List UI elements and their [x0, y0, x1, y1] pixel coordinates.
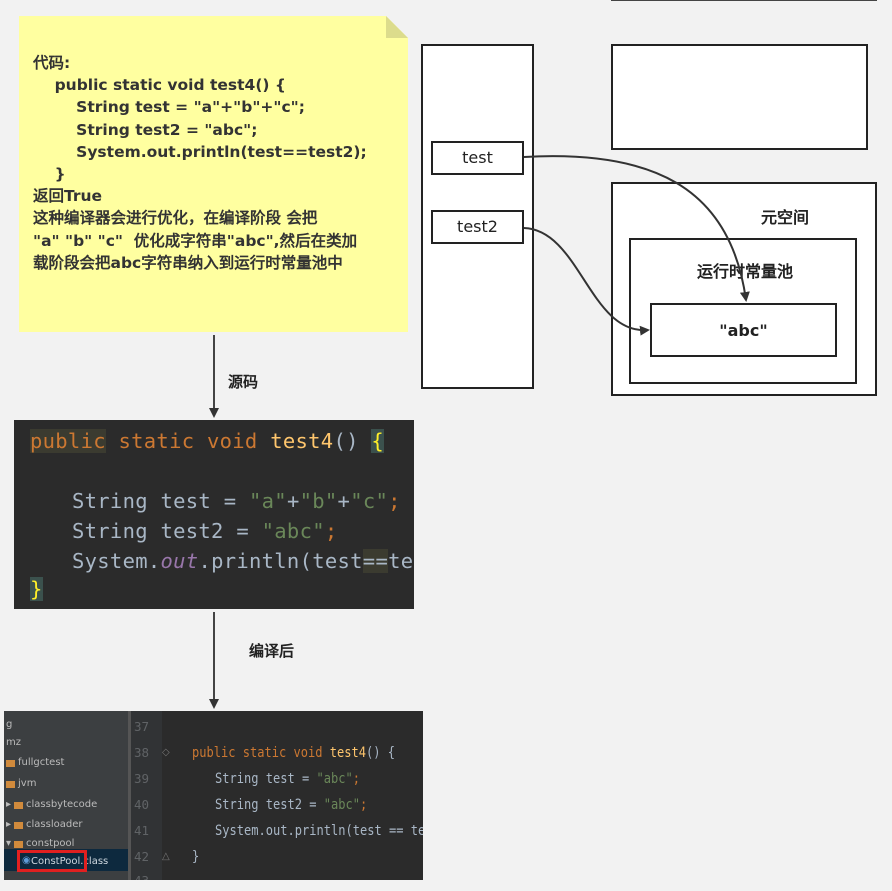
code-token: ;	[359, 797, 368, 813]
code-token: "a"	[249, 489, 287, 513]
note-line: String test2 = "abc";	[33, 120, 258, 139]
folder-icon	[6, 781, 15, 788]
chevron-right-icon: ▸	[6, 819, 12, 830]
tree-item[interactable]: jvm	[18, 778, 37, 789]
note-line: 代码:	[33, 54, 71, 72]
compiled-line-5: }	[192, 849, 200, 865]
chevron-right-icon: ▸	[6, 799, 12, 810]
code-line-2: String test = "a"+"b"+"c";	[72, 489, 401, 513]
stack-var-test2-label: test2	[457, 217, 498, 236]
line-number: 43	[134, 873, 149, 880]
code-token: "abc"	[261, 519, 325, 543]
tree-item[interactable]: mz	[6, 737, 21, 748]
sticky-note	[19, 16, 408, 332]
tree-item[interactable]: g	[6, 719, 13, 730]
line-number: 37	[134, 719, 150, 734]
note-text: 代码: public static void test4() { String …	[33, 52, 405, 274]
metaspace-title: 元空间	[760, 208, 809, 227]
selected-file-row[interactable]	[4, 849, 128, 871]
note-line: 这种编译器会进行优化，在编译阶段 会把	[33, 209, 318, 228]
note-line: public static void test4() {	[33, 76, 286, 95]
code-token: ;	[324, 519, 338, 543]
compiled-code-panel: g mz fullgctest jvm ▸ classbytecode ▸ cl…	[4, 711, 423, 880]
code-line-4: System.out.println(test==test2);	[72, 549, 414, 573]
project-tree: g mz fullgctest jvm ▸ classbytecode ▸ cl…	[4, 711, 128, 880]
line-number: 40	[134, 797, 150, 812]
stack-var-test	[431, 141, 524, 175]
line-number: 42	[134, 849, 150, 864]
tree-item[interactable]: constpool	[26, 838, 75, 849]
code-token: {	[371, 429, 385, 453]
tree-item-selected[interactable]: ConstPool.class	[31, 856, 109, 867]
code-token: "c"	[350, 489, 389, 513]
note-line: String test = "a"+"b"+"c";	[33, 98, 305, 117]
code-token: test2);	[388, 549, 414, 573]
code-token: String test =	[215, 771, 317, 787]
code-token: +	[337, 489, 351, 513]
fold-icon[interactable]: △	[162, 851, 170, 862]
compiled-line-1: public static void test4() {	[192, 745, 395, 761]
tree-item[interactable]: fullgctest	[18, 757, 65, 768]
test-ref-arrow	[523, 155, 750, 302]
code-token: String test2 =	[215, 797, 324, 813]
chevron-down-icon: ▾	[6, 838, 12, 849]
stack-var-test-label: test	[462, 148, 493, 167]
note-line: 返回True	[33, 187, 103, 206]
note-line: System.out.println(test==test2);	[33, 142, 367, 161]
note-line: 载阶段会把abc字符串纳入到运行时常量池中	[33, 253, 343, 272]
line-number: 41	[134, 823, 150, 838]
abc-string-box	[650, 303, 837, 357]
folder-icon	[14, 841, 23, 848]
code-token: "abc"	[316, 771, 353, 787]
source-label: 源码	[228, 373, 259, 391]
compiled-line-2: String test = "abc";	[215, 771, 360, 787]
code-token: () {	[365, 745, 395, 761]
code-token: ==	[362, 549, 389, 573]
code-token: public	[30, 429, 106, 453]
abc-string-label: "abc"	[719, 321, 768, 340]
code-token: String test2 =	[72, 519, 262, 543]
code-token: .println(test	[198, 549, 363, 573]
code-line-5: }	[30, 577, 43, 601]
test2-ref-arrow	[523, 227, 650, 336]
code-token: "b"	[299, 489, 338, 513]
highlight-box	[17, 850, 87, 872]
tree-item[interactable]: classbytecode	[26, 799, 98, 810]
line-number: 39	[134, 771, 150, 786]
code-token: test4	[329, 745, 366, 761]
code-line-1: public static void test4() {	[30, 429, 385, 453]
code-token: ()	[333, 429, 372, 453]
code-token: static void	[105, 429, 271, 453]
empty-box	[611, 44, 868, 150]
folder-icon	[14, 802, 23, 809]
class-file-icon: ◉	[22, 855, 31, 866]
code-token: test4	[270, 429, 334, 453]
top-divider	[611, 0, 877, 1]
note-line: }	[33, 165, 66, 184]
source-code-panel: public static void test4() { String test…	[14, 420, 414, 609]
code-token: public static void	[192, 745, 330, 761]
code-token: +	[286, 489, 300, 513]
code-token: System.	[72, 549, 161, 573]
compiled-line-4: System.out.println(test == test2);	[215, 823, 423, 839]
note-line: "a" "b" "c" 优化成字符串"abc",然后在类加	[33, 231, 358, 250]
code-token: }	[30, 577, 43, 601]
compiled-line-3: String test2 = "abc";	[215, 797, 367, 813]
code-token: out	[160, 549, 199, 573]
code-token: ;	[352, 771, 361, 787]
line-number: 38	[134, 745, 150, 760]
fold-icon[interactable]: ◇	[162, 747, 170, 758]
code-token: "abc"	[323, 797, 360, 813]
compiled-label: 编译后	[249, 642, 295, 660]
line-gutter	[128, 711, 162, 880]
tree-item[interactable]: classloader	[26, 819, 83, 830]
code-line-3: String test2 = "abc";	[72, 519, 338, 543]
constant-pool-title: 运行时常量池	[696, 262, 793, 281]
code-token: ;	[388, 489, 401, 513]
code-token: String test =	[72, 489, 249, 513]
folder-icon	[6, 760, 15, 767]
folder-icon	[14, 822, 23, 829]
stack-var-test2	[431, 210, 524, 244]
